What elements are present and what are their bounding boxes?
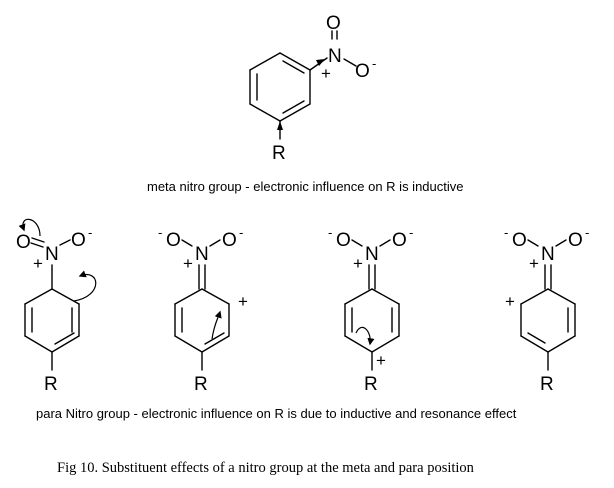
meta-nitrobenzene: O N + O - R (249, 13, 376, 164)
curved-arrow (211, 310, 222, 340)
ring-bond (249, 103, 281, 122)
negative-charge: - (585, 225, 589, 240)
oxygen-atom: O (222, 230, 237, 251)
resonance-structure-3: O - N + O - R + (328, 225, 413, 395)
ring-double-bond (54, 332, 75, 345)
ring-double-bond (282, 100, 305, 114)
inductive-arrowhead (277, 121, 283, 130)
ring-bond (547, 288, 576, 305)
n-o-single-bond (59, 239, 71, 246)
nitrogen-atom: N (365, 244, 379, 265)
n-o-single-bond (351, 239, 363, 247)
r-group: R (364, 374, 378, 395)
n-o-single-bond (555, 239, 567, 247)
ring-bond (520, 335, 549, 353)
n-o-single-bond (527, 239, 539, 247)
n-o-single-bond (343, 58, 357, 67)
positive-charge: + (321, 64, 331, 83)
curved-arrow (355, 326, 375, 346)
ring-double-bond (204, 332, 225, 345)
ring-bond (174, 335, 203, 353)
nitrogen-atom: N (328, 46, 342, 67)
oxygen-atom: O (392, 230, 407, 251)
positive-charge: + (505, 292, 515, 311)
n-o-single-bond (379, 239, 391, 247)
ring-bond (344, 335, 373, 353)
r-group: R (194, 374, 208, 395)
oxygen-atom: O (166, 230, 181, 251)
ring-bond (249, 52, 281, 71)
n-o-double-bond (30, 242, 44, 248)
ring-bond (520, 288, 549, 305)
negative-charge: - (88, 225, 92, 240)
positive-charge: + (238, 292, 248, 311)
r-group: R (540, 374, 554, 395)
para-nitrobenzene: O N + O - R (16, 218, 97, 395)
ring-bond (201, 288, 230, 305)
ring-double-bond (527, 332, 546, 344)
nitrogen-atom: N (541, 244, 555, 265)
positive-charge: + (353, 254, 363, 273)
n-o-single-bond (209, 239, 221, 247)
curved-arrow (18, 218, 41, 237)
n-o-single-bond (181, 239, 193, 247)
negative-charge: - (239, 225, 243, 240)
ring-bond (24, 288, 53, 305)
oxygen-atom: O (16, 232, 31, 253)
n-o-double-bond (31, 237, 45, 243)
negative-charge: - (409, 225, 413, 240)
resonance-structure-2: O - N + O - R + (158, 225, 248, 395)
ring-bond (51, 335, 80, 353)
positive-charge: + (376, 351, 386, 370)
ring-bond (51, 288, 80, 305)
ring-bond (371, 335, 400, 353)
resonance-structure-4: O - N + O - R + (504, 225, 589, 395)
negative-charge: - (158, 225, 162, 240)
meta-caption: meta nitro group - electronic influence … (147, 179, 464, 194)
negative-charge: - (328, 225, 332, 240)
r-group: R (44, 374, 58, 395)
nitrogen-atom: N (45, 244, 59, 265)
positive-charge: + (33, 254, 43, 273)
ring-bond (279, 103, 311, 122)
ring-double-bond (282, 60, 305, 74)
ring-bond (201, 335, 230, 353)
nitrogen-atom: N (195, 244, 209, 265)
oxygen-atom: O (568, 230, 583, 251)
ring-bond (174, 288, 203, 305)
inductive-arrowhead (316, 59, 325, 66)
positive-charge: + (183, 254, 193, 273)
ring-bond (24, 335, 53, 353)
curved-arrow (73, 270, 97, 302)
ring-bond (547, 335, 576, 353)
negative-charge: - (504, 225, 508, 240)
oxygen-atom: O (355, 61, 370, 82)
positive-charge: + (529, 254, 539, 273)
oxygen-atom: O (326, 13, 341, 34)
figure-caption: Fig 10. Substituent effects of a nitro g… (57, 460, 475, 476)
para-caption: para Nitro group - electronic influence … (36, 406, 517, 421)
oxygen-atom: O (336, 230, 351, 251)
negative-charge: - (372, 56, 376, 71)
oxygen-atom: O (71, 230, 86, 251)
r-group: R (272, 143, 286, 164)
oxygen-atom: O (512, 230, 527, 251)
ring-bond (279, 52, 311, 71)
ring-bond (344, 288, 373, 305)
ring-bond (371, 288, 400, 305)
